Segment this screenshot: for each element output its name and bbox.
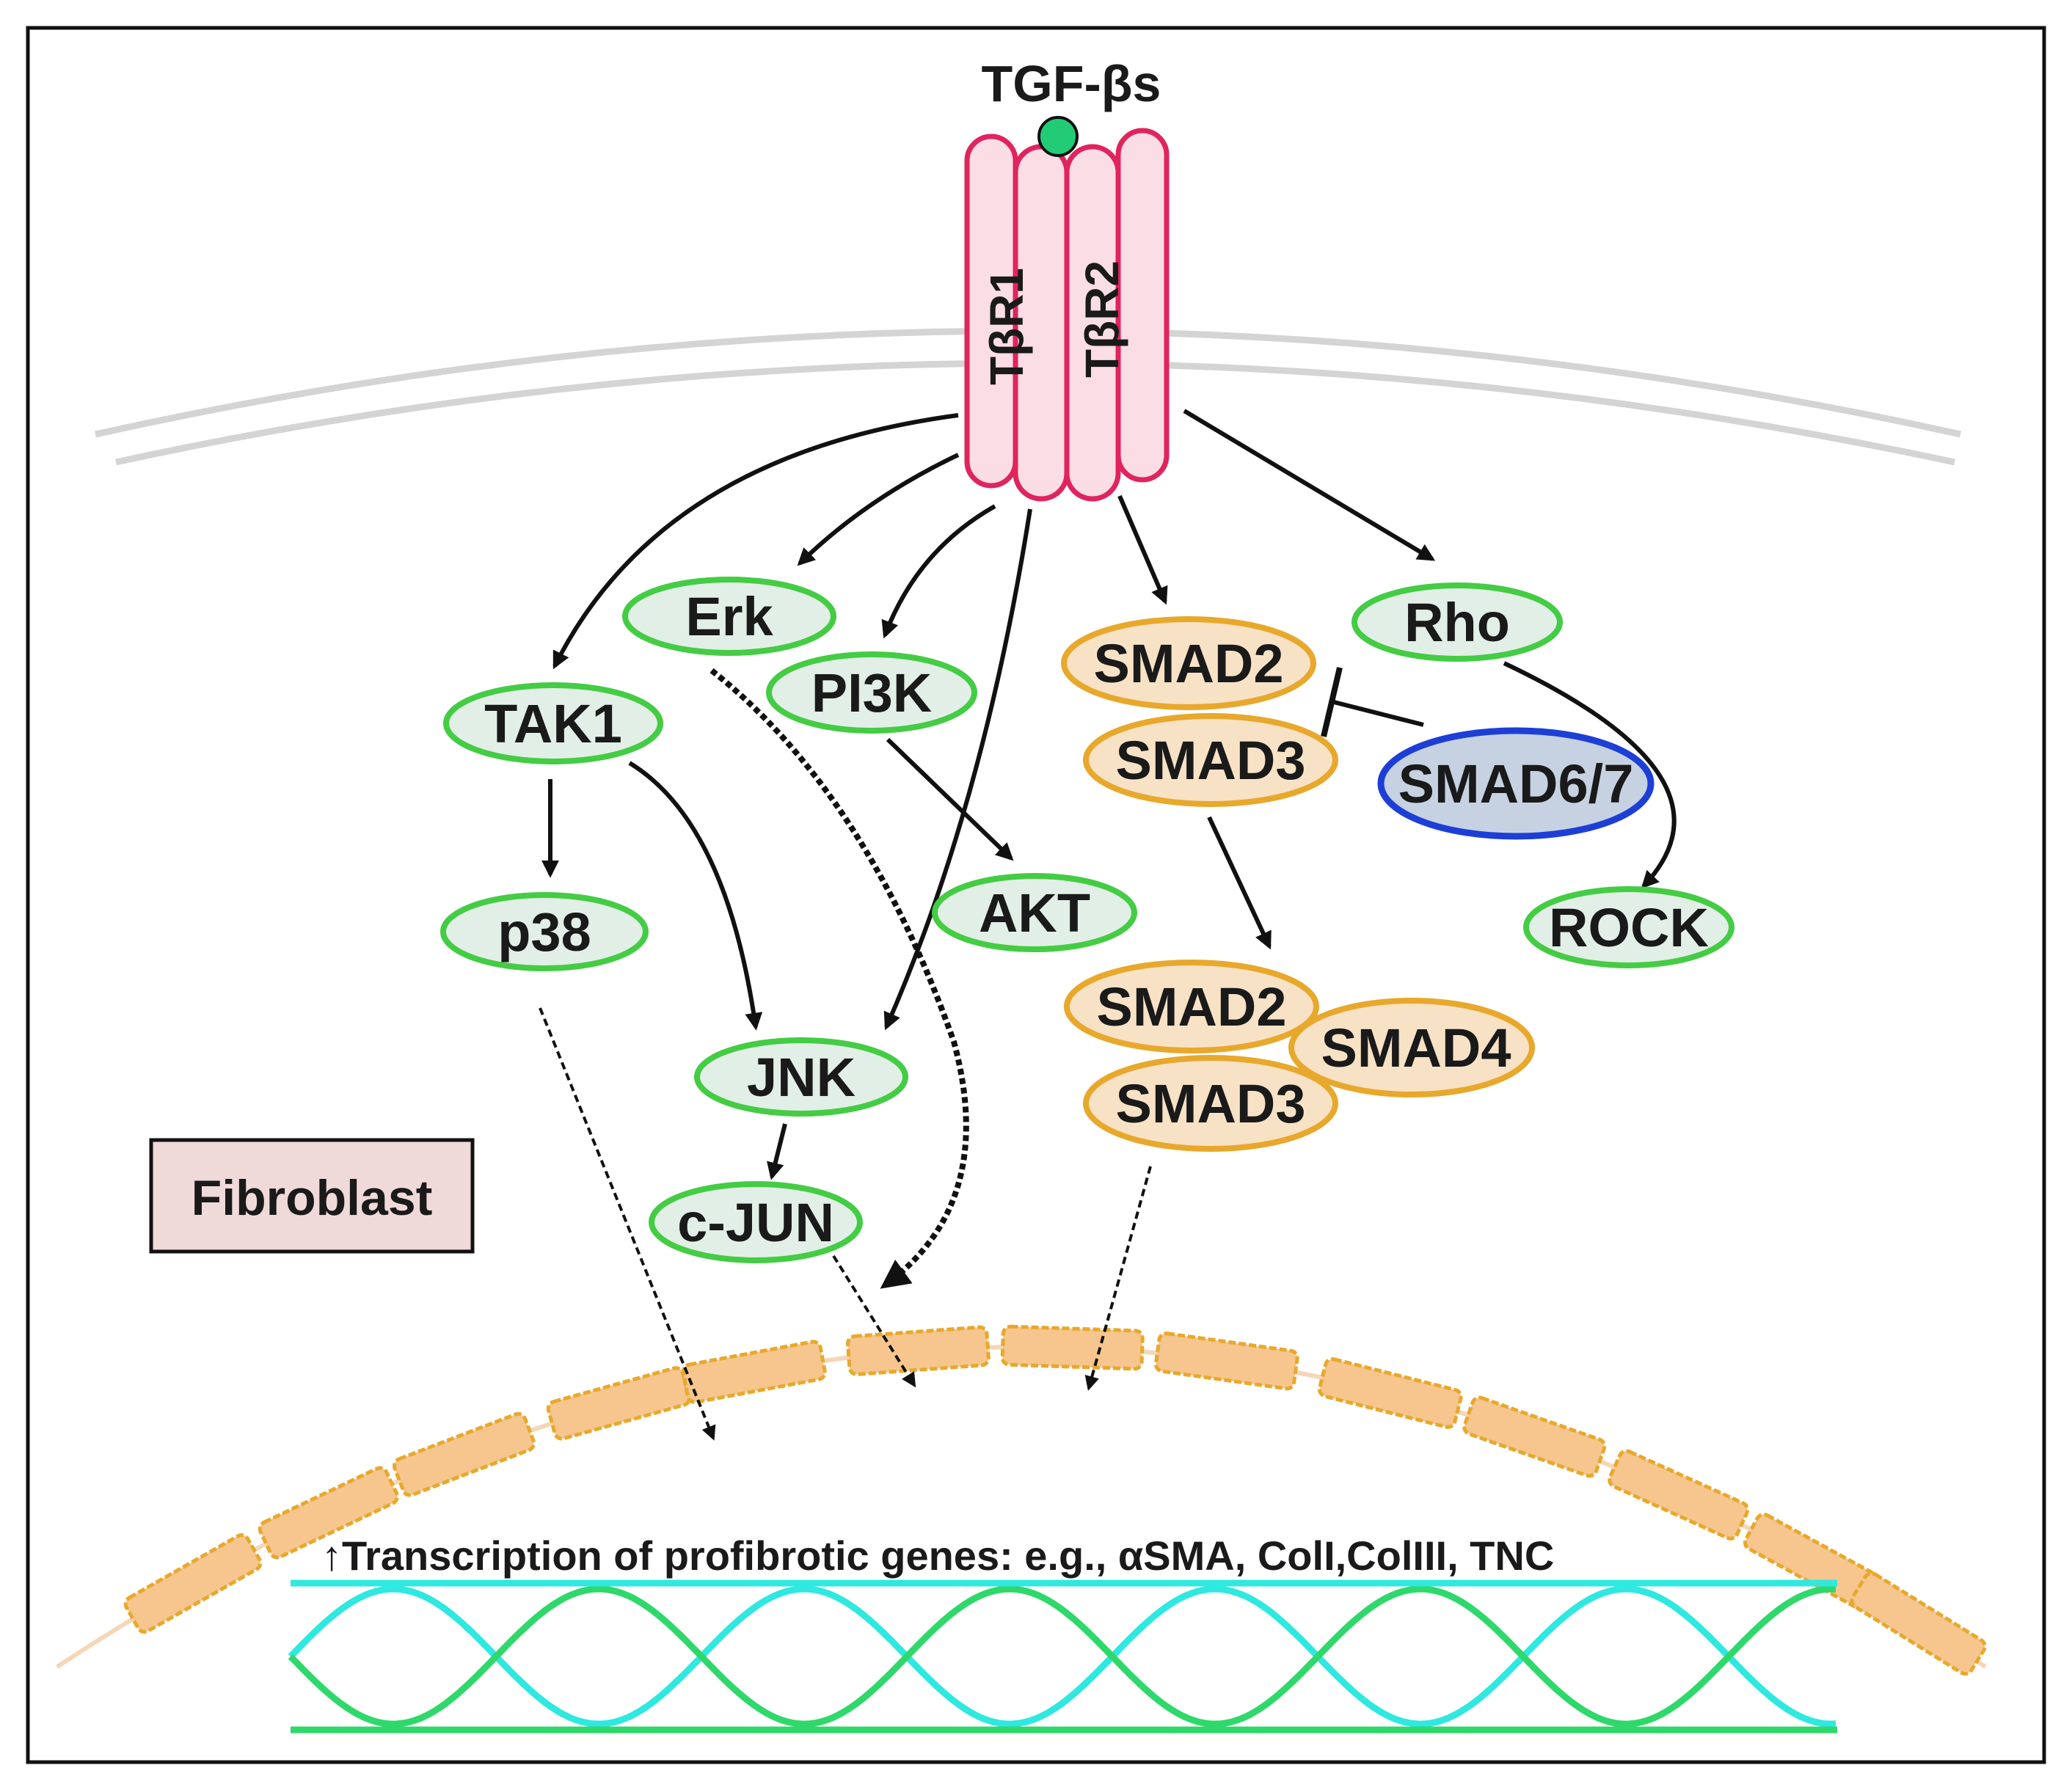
nuclear-arrows: [539, 668, 1152, 1441]
node-pi3k-label: PI3K: [811, 662, 933, 723]
receptor-label-tbr2: TβR2: [1076, 260, 1128, 378]
arrow-pi3k-to-akt: [886, 737, 1014, 861]
nuclear-pore: [845, 1325, 991, 1376]
nuclear-pore: [1153, 1331, 1299, 1391]
nuclear-pore: [258, 1466, 399, 1560]
nuclear-pore: [123, 1533, 263, 1634]
receptor-label-tbr1: TβR1: [980, 268, 1033, 385]
node-smad3-top: SMAD3: [1083, 713, 1338, 807]
node-pi3k: PI3K: [766, 651, 977, 734]
cell-type-label-text: Fibroblast: [191, 1170, 433, 1226]
dashed-arrow-p38-to-nucleus: [539, 1007, 716, 1441]
cell-type-label: Fibroblast: [149, 1138, 475, 1254]
arrow-tak1-to-jnk: [628, 761, 763, 1031]
inhibition-smad67-to-smad: [1330, 699, 1424, 727]
node-smad2-top: SMAD2: [1061, 616, 1316, 710]
node-tak1-label: TAK1: [484, 693, 622, 754]
node-rho: Rho: [1351, 582, 1563, 662]
nuclear-pore: [1000, 1324, 1145, 1371]
ligand-dot: [1037, 116, 1079, 157]
node-smad2-top-label: SMAD2: [1093, 633, 1283, 694]
nuclear-pore: [1462, 1395, 1607, 1478]
dashed-arrow-erk-to-nucleus: [709, 668, 969, 1289]
node-cjun: c-JUN: [649, 1181, 863, 1263]
node-erk: Erk: [622, 577, 836, 656]
node-smad3-complex: SMAD3: [1083, 1055, 1338, 1152]
kinase-nodes: Erk TAK1 PI3K p38 AKT JNK c-JUN Rho: [440, 577, 1734, 1263]
receptor-complex: TβR1 TβR2 TGF-βs: [964, 55, 1170, 502]
nuclear-pore: [1317, 1357, 1463, 1429]
node-erk-label: Erk: [685, 586, 773, 647]
node-smad3-complex-label: SMAD3: [1115, 1073, 1305, 1134]
signal-arrows: [541, 409, 1677, 1180]
arrow-receptor-to-jnk: [883, 508, 1032, 1031]
inhibition-bar: [1321, 667, 1343, 737]
receptor-tube-3: [1064, 144, 1121, 502]
node-smad67-label: SMAD6/7: [1398, 753, 1634, 814]
node-p38: p38: [440, 892, 649, 971]
transcription-label: ↑Transcription of profibrotic genes: e.g…: [321, 1533, 1554, 1579]
node-jnk-label: JNK: [747, 1047, 856, 1108]
nuclear-pore: [1850, 1571, 1987, 1676]
dashed-arrow-cjun-to-nucleus: [832, 1254, 916, 1388]
node-cjun-label: c-JUN: [677, 1192, 834, 1253]
node-smad67: SMAD6/7: [1377, 727, 1655, 840]
node-rock-label: ROCK: [1549, 897, 1709, 958]
arrow-receptor-to-smad: [1117, 494, 1168, 605]
nuclear-pore: [1608, 1449, 1750, 1541]
node-rho-label: Rho: [1404, 592, 1510, 653]
arrow-smad3-to-complex: [1207, 816, 1272, 950]
node-akt-label: AKT: [979, 883, 1090, 943]
node-smad3-top-label: SMAD3: [1115, 730, 1305, 791]
node-smad2-complex-label: SMAD2: [1096, 976, 1286, 1037]
node-akt: AKT: [932, 873, 1137, 952]
ligand-label: TGF-βs: [982, 55, 1161, 112]
dna-helix: [288, 1579, 1839, 1734]
arrow-rho-to-rock: [1503, 661, 1677, 889]
node-smad4-complex-label: SMAD4: [1321, 1018, 1511, 1078]
dna-strand: [288, 1585, 1836, 1728]
arrow-receptor-to-pi3k: [881, 504, 996, 639]
node-tak1: TAK1: [443, 682, 663, 764]
nuclear-pore: [392, 1411, 536, 1497]
node-smad4-complex: SMAD4: [1288, 998, 1535, 1097]
arrow-receptor-to-tak1: [552, 413, 959, 670]
arrow-receptor-to-erk: [797, 453, 960, 566]
dashed-arrow-smad-to-nucleus: [1084, 1166, 1152, 1391]
arrow-receptor-to-rho: [1183, 409, 1436, 561]
smad-nodes: SMAD2 SMAD3 SMAD6/7 SMAD4 SMAD2 SMAD3: [1061, 616, 1655, 1152]
node-smad2-complex: SMAD2: [1064, 960, 1319, 1053]
node-jnk: JNK: [694, 1037, 908, 1117]
nuclear-pore: [681, 1340, 827, 1404]
node-p38-label: p38: [497, 902, 591, 962]
arrow-jnk-to-cjun: [767, 1123, 787, 1180]
nuclear-envelope: [56, 1324, 1987, 1676]
node-rock: ROCK: [1523, 886, 1734, 968]
dna-strand: [288, 1585, 1836, 1728]
